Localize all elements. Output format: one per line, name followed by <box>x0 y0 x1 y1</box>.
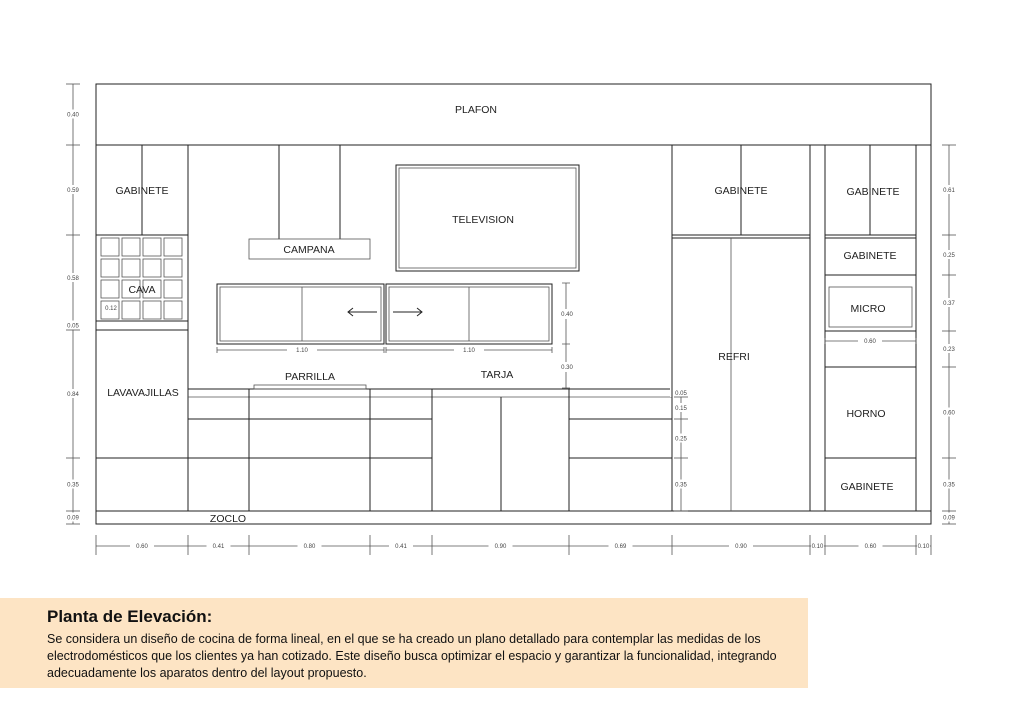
label-parrilla: PARRILLA <box>285 371 335 383</box>
upper-sliding-cabinets <box>216 282 570 389</box>
label-lavavajillas: LAVAVAJILLAS <box>107 387 179 399</box>
label-campana: CAMPANA <box>283 244 334 256</box>
label-plafon: PLAFON <box>455 104 497 116</box>
cava-cell <box>142 279 162 299</box>
campana <box>248 145 371 260</box>
dim-cava-cell: 0.12 <box>105 306 117 312</box>
right-dimension-chain: 0.61 0.25 0.37 0.23 0.60 0.35 0.09 <box>938 144 960 525</box>
label-tarja: TARJA <box>481 369 513 381</box>
cava-cell <box>121 279 141 299</box>
dimension-label: 0.60 <box>943 411 955 417</box>
dimension-label: 0.84 <box>67 392 79 398</box>
sink-side-dims: 0.05 0.15 0.25 0.35 <box>670 388 692 512</box>
dimension-label: 0.69 <box>615 544 627 550</box>
dim-micro-width: 0.60 <box>864 339 876 345</box>
left-dimension-chain: 0.40 0.59 0.58 0.05 0.84 0.35 0.09 <box>62 83 84 525</box>
dimension-label: 0.05 <box>675 391 687 397</box>
label-gabinete-right-mid: GABINETE <box>843 250 896 262</box>
cava-grid <box>100 237 183 320</box>
cava-cell <box>142 237 162 257</box>
dimension-label: 0.60 <box>136 544 148 550</box>
dimension-label: 0.60 <box>865 544 877 550</box>
dimension-label: 0.10 <box>918 544 930 550</box>
dimension-label: 0.90 <box>735 544 747 550</box>
label-gabinete-right-bottom: GABINETE <box>840 481 893 493</box>
arrow-left-icon <box>347 307 377 317</box>
cava-cell <box>100 279 120 299</box>
base-cabinets <box>188 384 672 511</box>
cava-cell <box>121 258 141 278</box>
dimension-label: 0.09 <box>67 516 79 522</box>
dim-upper-right-width: 1.10 <box>463 348 475 354</box>
dimension-label: 0.58 <box>67 276 79 282</box>
cava-cell <box>163 258 183 278</box>
cava-cell <box>121 237 141 257</box>
dimension-label: 0.05 <box>67 324 79 330</box>
description-panel: Planta de Elevación: Se considera un dis… <box>0 598 808 688</box>
description-body: Se considera un diseño de cocina de form… <box>47 632 777 680</box>
dimension-label: 0.35 <box>675 483 687 489</box>
label-zoclo: ZOCLO <box>210 513 246 525</box>
cava-cell <box>100 258 120 278</box>
cava-cell <box>142 300 162 320</box>
dimension-label: 0.23 <box>943 347 955 353</box>
dimension-label: 0.41 <box>395 544 407 550</box>
cava-cell <box>163 300 183 320</box>
dimension-label: 0.25 <box>675 437 687 443</box>
bottom-dimension-chain: 0.60 0.41 0.80 0.41 0.90 0.69 0.90 0.10 0.60 0.10 <box>95 535 932 555</box>
cava-cell <box>121 300 141 320</box>
arrow-right-icon <box>393 307 423 317</box>
label-gabinete-right-top: GABINETE <box>846 186 899 198</box>
dimension-label: 0.61 <box>943 188 955 194</box>
dimension-label: 0.80 <box>304 544 316 550</box>
dimension-label: 0.90 <box>495 544 507 550</box>
elevation-frame <box>95 83 932 525</box>
parrilla-plate <box>253 384 367 390</box>
description-title: Planta de Elevación: <box>47 607 213 626</box>
label-horno: HORNO <box>846 408 885 420</box>
right-tower <box>824 145 917 511</box>
dimension-label: 0.10 <box>812 544 824 550</box>
dimension-label: 0.25 <box>943 253 955 259</box>
dim-upper-height: 0.40 <box>561 312 573 318</box>
television <box>395 164 580 272</box>
dimension-label: 0.15 <box>675 406 687 412</box>
label-gabinete-left: GABINETE <box>115 185 168 197</box>
cava-cell <box>163 279 183 299</box>
dimension-label: 0.09 <box>943 516 955 522</box>
dim-upper-gap: 0.30 <box>561 365 573 371</box>
cava-cell <box>100 237 120 257</box>
label-gabinete-refri: GABINETE <box>714 185 767 197</box>
kitchen-elevation-drawing: PLAFON GABINETE CAVA 0.12 LAVAVAJILLAS C… <box>62 83 960 555</box>
dimension-label: 0.35 <box>67 483 79 489</box>
left-column <box>96 145 189 511</box>
dim-upper-left-width: 1.10 <box>296 348 308 354</box>
dimension-label: 0.37 <box>943 301 955 307</box>
dimension-label: 0.35 <box>943 483 955 489</box>
dimension-label: 0.40 <box>67 113 79 119</box>
cava-cell <box>100 300 120 320</box>
cava-cell <box>163 237 183 257</box>
cava-cell <box>142 258 162 278</box>
label-cava: CAVA <box>128 284 155 296</box>
dimension-label: 0.41 <box>213 544 225 550</box>
dimension-label: 0.59 <box>67 188 79 194</box>
refri-column <box>671 145 811 511</box>
label-micro: MICRO <box>851 303 886 315</box>
label-television: TELEVISION <box>452 214 514 226</box>
label-refri: REFRI <box>718 351 750 363</box>
